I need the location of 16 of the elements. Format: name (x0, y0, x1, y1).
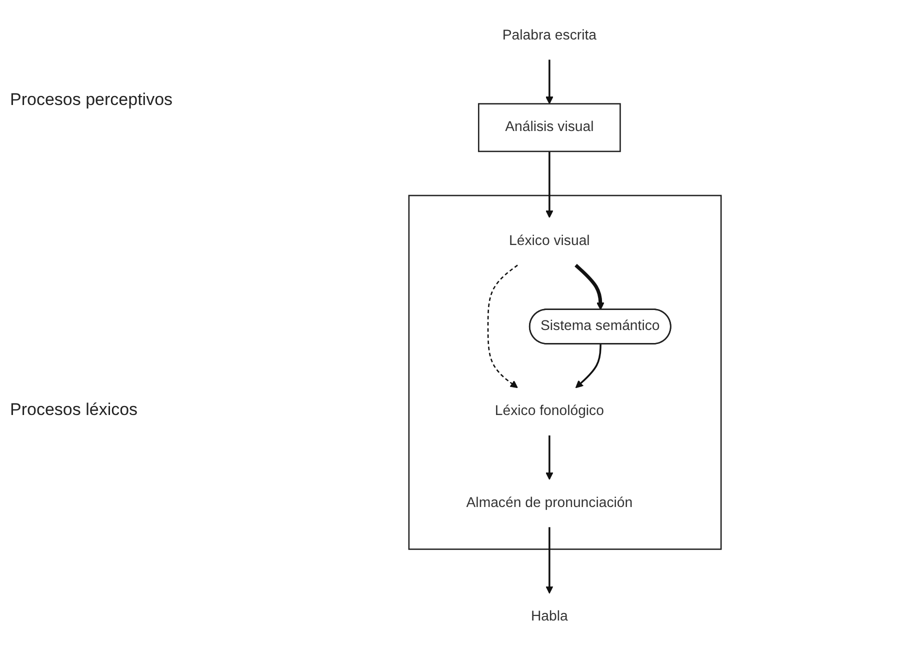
section-label: Procesos léxicos (10, 400, 138, 420)
node-text: Habla (530, 609, 568, 624)
node-text: Almacén de pronunciación (466, 495, 633, 510)
arrow (546, 151, 554, 218)
node-text: Léxico fonológico (494, 404, 604, 419)
arrow (574, 264, 604, 310)
node-text: Léxico visual (509, 233, 590, 248)
arrow (546, 60, 554, 104)
arrow (546, 435, 554, 480)
node-box: Análisis visual (478, 103, 621, 152)
arrow (575, 344, 602, 388)
node-text: Palabra escrita (502, 28, 596, 43)
cluster (408, 194, 722, 550)
section-label: Procesos perceptivos (10, 90, 173, 110)
arrow (487, 264, 518, 388)
arrow (546, 527, 554, 594)
